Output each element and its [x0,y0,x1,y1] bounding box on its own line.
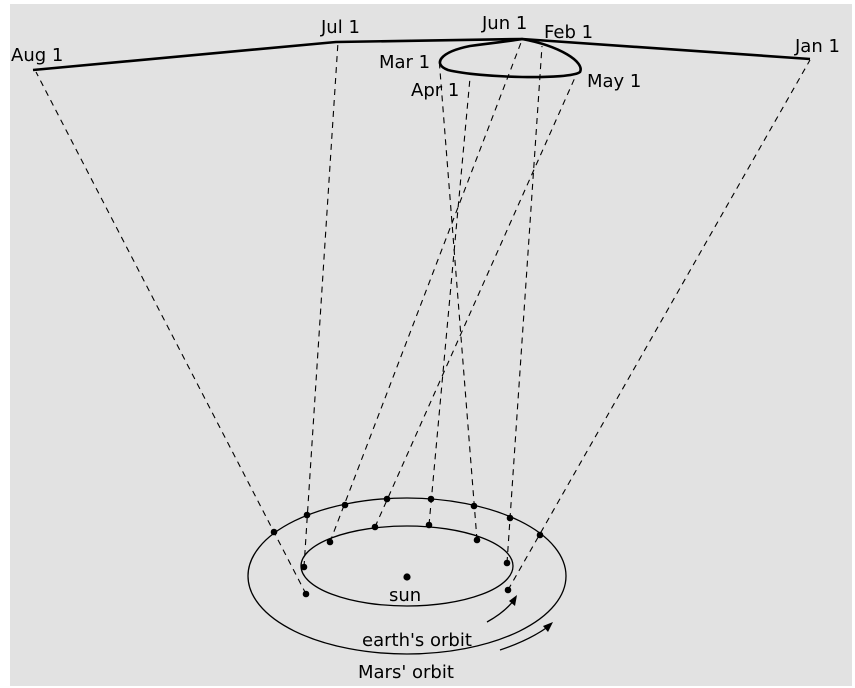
label-may1: May 1 [587,71,641,92]
earth-position-dot [372,524,379,531]
sun-dot [403,573,410,580]
earth-position-dot [426,522,433,529]
earth-position-dot [504,560,511,567]
label-sun: sun [389,585,421,606]
label-mar1: Mar 1 [379,52,430,73]
mars-position-dot [271,529,278,536]
mars-position-dot [507,515,514,522]
earth-position-dot [303,591,310,598]
label-feb1: Feb 1 [544,22,593,43]
mars-position-dot [342,502,349,509]
earth-position-dot [505,587,512,594]
mars-position-dot [304,512,311,519]
label-jun1: Jun 1 [481,13,527,34]
earth-position-dot [301,564,308,571]
label-earth-orbit: earth's orbit [362,630,472,651]
label-apr1: Apr 1 [411,80,459,101]
earth-position-dot [474,537,481,544]
label-jul1: Jul 1 [320,17,360,38]
label-mars-orbit: Mars' orbit [358,662,454,683]
background-panel [10,4,852,686]
mars-position-dot [384,496,391,503]
label-jan1: Jan 1 [794,36,840,57]
earth-position-dot [327,539,334,546]
mars-position-dot [428,496,435,503]
label-aug1: Aug 1 [11,45,63,66]
mars-position-dot [537,532,544,539]
mars-position-dot [471,503,478,510]
